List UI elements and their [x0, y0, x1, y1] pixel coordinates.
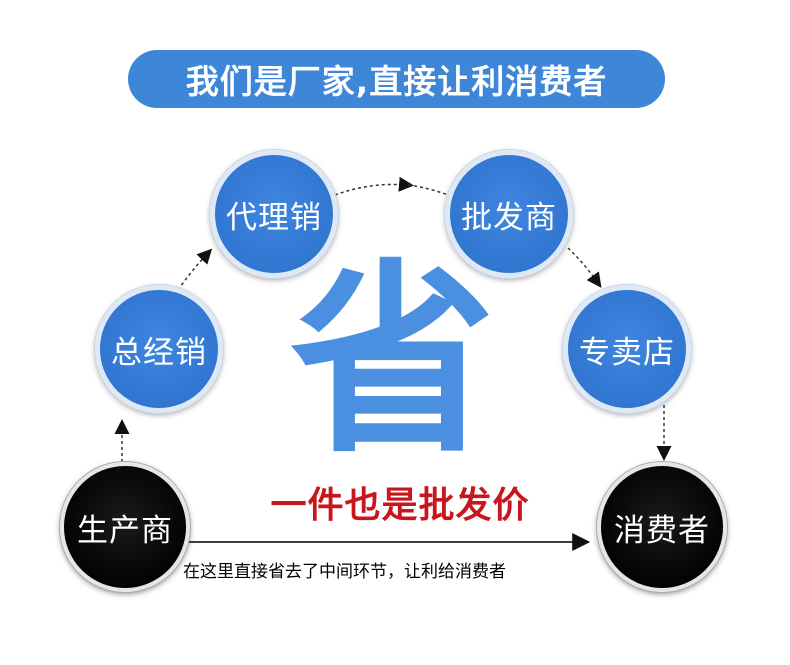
- arrow-agent-to-wholesaler: [334, 176, 414, 196]
- circle-wholesaler-label: 批发商: [461, 199, 557, 236]
- circle-specialty-store: 专卖店: [563, 285, 691, 413]
- circle-wholesaler: 批发商: [445, 150, 573, 278]
- circle-consumer-label: 消费者: [614, 512, 710, 549]
- circle-consumer: 消费者: [597, 462, 727, 592]
- slogan-text: 一件也是批发价: [270, 485, 530, 526]
- arrow-general-dealer-to-agent: [177, 248, 213, 291]
- circle-producer: 生产商: [60, 462, 190, 592]
- arc-agent-to-wholesaler-tail: [407, 184, 449, 196]
- bottom-note-text: 在这里直接省去了中间环节，让利给消费者: [183, 562, 506, 582]
- center-save-character: 省: [290, 243, 495, 481]
- circle-general-dealer-label: 总经销: [111, 334, 207, 371]
- circle-agent: 代理销: [210, 150, 338, 278]
- circle-agent-label: 代理销: [226, 199, 322, 236]
- header-banner: 我们是厂家,直接让利消费者: [128, 50, 665, 108]
- circle-producer-label: 生产商: [77, 512, 173, 549]
- arrow-wholesaler-to-specialty-store: [567, 247, 602, 288]
- circle-general-dealer: 总经销: [95, 285, 223, 413]
- circle-specialty-store-label: 专卖店: [579, 334, 675, 371]
